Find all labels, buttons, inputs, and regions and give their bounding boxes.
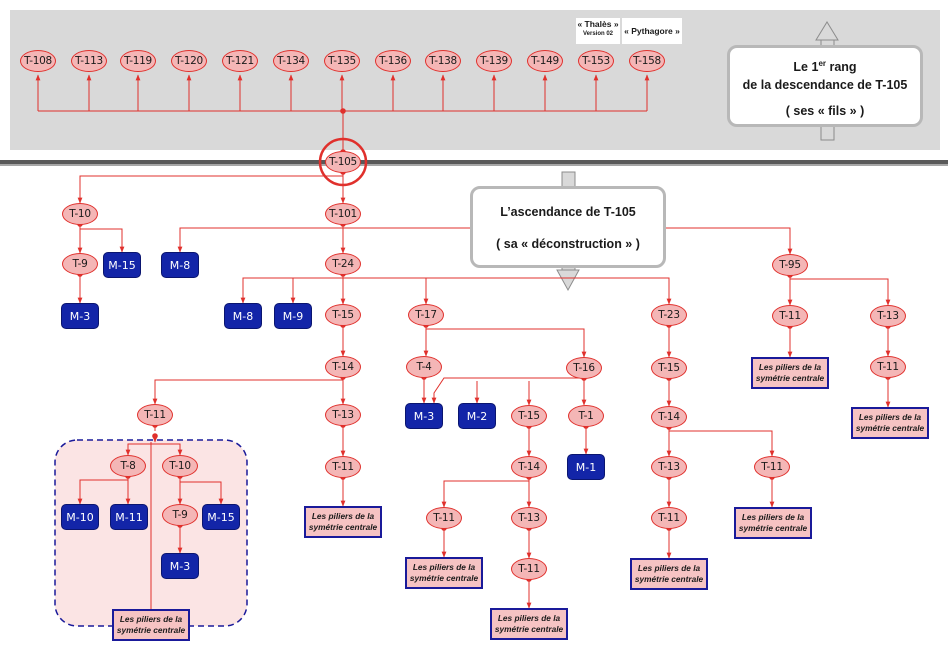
tree-edge: [152, 379, 343, 405]
t-node-t-9[interactable]: T-9: [62, 253, 98, 275]
t-node-t-23[interactable]: T-23: [651, 304, 687, 326]
descendant-node-t-135[interactable]: T-135: [324, 50, 360, 72]
rank-title-text: Le 1: [793, 60, 819, 75]
rank-subtitle: de la descendance de T-105: [742, 78, 908, 93]
m-node-m-15[interactable]: M-15: [202, 504, 240, 530]
ancestry-title: L’ascendance de T-105: [500, 205, 636, 219]
version-name: « Thalès »: [577, 19, 619, 29]
m-node-m-11[interactable]: M-11: [110, 504, 148, 530]
pillars-label-box: Les piliers de la symétrie centrale: [112, 609, 190, 641]
t-node-t-14[interactable]: T-14: [325, 356, 361, 378]
t-node-t-13[interactable]: T-13: [651, 456, 687, 478]
t-node-t-4[interactable]: T-4: [406, 356, 442, 378]
version-note: Version 02: [582, 31, 614, 37]
t-node-t-15[interactable]: T-15: [651, 357, 687, 379]
t-node-t-13[interactable]: T-13: [870, 305, 906, 327]
pillars-label-box: Les piliers de la symétrie centrale: [751, 357, 829, 389]
m-node-m-8[interactable]: M-8: [224, 303, 262, 329]
t-node-t-101[interactable]: T-101: [325, 203, 361, 225]
descendant-node-t-149[interactable]: T-149: [527, 50, 563, 72]
tree-edge: [426, 328, 587, 358]
t-node-t-11[interactable]: T-11: [426, 507, 462, 529]
tree-edge: [290, 277, 343, 304]
root-highlight-ring: [318, 137, 368, 187]
root-node-t-105[interactable]: T-105: [325, 151, 361, 173]
m-node-m-9[interactable]: M-9: [274, 303, 312, 329]
tree-edge: [343, 277, 672, 305]
t-node-t-8[interactable]: T-8: [110, 455, 146, 477]
t-node-t-14[interactable]: T-14: [651, 406, 687, 428]
t-node-t-13[interactable]: T-13: [325, 404, 361, 426]
pillars-label-box: Les piliers de la symétrie centrale: [630, 558, 708, 590]
t-node-t-11[interactable]: T-11: [754, 456, 790, 478]
ancestry-info-box: L’ascendance de T-105 ( sa « déconstruct…: [470, 186, 666, 268]
tree-edge: [125, 443, 155, 456]
rank-note: ( ses « fils » ): [785, 104, 865, 119]
tree-edge: [155, 443, 183, 456]
tree-edge: [180, 481, 224, 505]
t-node-t-10[interactable]: T-10: [162, 455, 198, 477]
m-node-m-8[interactable]: M-8: [161, 252, 199, 278]
edge-junction-dot: [340, 108, 346, 114]
m-node-m-2[interactable]: M-2: [458, 403, 496, 429]
m-node-m-3[interactable]: M-3: [61, 303, 99, 329]
rank-title-sup: er: [818, 59, 826, 68]
pillars-label-box: Les piliers de la symétrie centrale: [490, 608, 568, 640]
tree-edge: [80, 228, 125, 253]
t-node-t-11[interactable]: T-11: [772, 305, 808, 327]
separator-line: [0, 160, 948, 164]
descendant-node-t-121[interactable]: T-121: [222, 50, 258, 72]
tree-edge: [669, 430, 775, 457]
tree-edge: [177, 227, 343, 253]
t-node-t-11[interactable]: T-11: [511, 558, 547, 580]
separator-line-shadow: [0, 164, 948, 166]
t-node-t-11[interactable]: T-11: [137, 404, 173, 426]
t-node-t-95[interactable]: T-95: [772, 254, 808, 276]
t-node-t-17[interactable]: T-17: [408, 304, 444, 326]
t-node-t-13[interactable]: T-13: [511, 507, 547, 529]
descendant-node-t-139[interactable]: T-139: [476, 50, 512, 72]
descendant-node-t-138[interactable]: T-138: [425, 50, 461, 72]
version-label-thales: « Thalès » Version 02: [576, 18, 620, 44]
tree-edge: [431, 377, 584, 404]
pillars-label-box: Les piliers de la symétrie centrale: [734, 507, 812, 539]
t-node-t-15[interactable]: T-15: [325, 304, 361, 326]
m-node-m-15[interactable]: M-15: [103, 252, 141, 278]
descendant-node-t-113[interactable]: T-113: [71, 50, 107, 72]
rank-title-rest: rang: [826, 60, 857, 75]
descendant-node-t-119[interactable]: T-119: [120, 50, 156, 72]
t-node-t-11[interactable]: T-11: [651, 507, 687, 529]
t-node-t-16[interactable]: T-16: [566, 357, 602, 379]
descendant-node-t-136[interactable]: T-136: [375, 50, 411, 72]
tree-edge: [790, 278, 891, 306]
descendant-node-t-153[interactable]: T-153: [578, 50, 614, 72]
t-node-t-11[interactable]: T-11: [870, 356, 906, 378]
tree-edge: [77, 175, 343, 204]
descendant-node-t-134[interactable]: T-134: [273, 50, 309, 72]
descendant-node-t-158[interactable]: T-158: [629, 50, 665, 72]
version-label-pythagore: « Pythagore »: [622, 18, 682, 44]
m-node-m-10[interactable]: M-10: [61, 504, 99, 530]
rank-info-box: Le 1er rang de la descendance de T-105 (…: [727, 45, 923, 127]
pillars-label-box: Les piliers de la symétrie centrale: [405, 557, 483, 589]
m-node-m-3[interactable]: M-3: [405, 403, 443, 429]
pillars-label-box: Les piliers de la symétrie centrale: [851, 407, 929, 439]
t-node-t-11[interactable]: T-11: [325, 456, 361, 478]
descendant-node-t-120[interactable]: T-120: [171, 50, 207, 72]
t-node-t-15[interactable]: T-15: [511, 405, 547, 427]
t-node-t-10[interactable]: T-10: [62, 203, 98, 225]
t-node-t-24[interactable]: T-24: [325, 253, 361, 275]
m-node-m-3[interactable]: M-3: [161, 553, 199, 579]
descendant-node-t-108[interactable]: T-108: [20, 50, 56, 72]
t-node-t-1[interactable]: T-1: [568, 405, 604, 427]
ancestry-subtitle: ( sa « déconstruction » ): [496, 237, 640, 251]
rank-title: Le 1er rang: [730, 55, 920, 76]
m-node-m-1[interactable]: M-1: [567, 454, 605, 480]
t-node-t-14[interactable]: T-14: [511, 456, 547, 478]
tree-edge: [441, 480, 529, 508]
pillars-label-box: Les piliers de la symétrie centrale: [304, 506, 382, 538]
edge-junction-dot: [152, 433, 158, 439]
t-node-t-9[interactable]: T-9: [162, 504, 198, 526]
